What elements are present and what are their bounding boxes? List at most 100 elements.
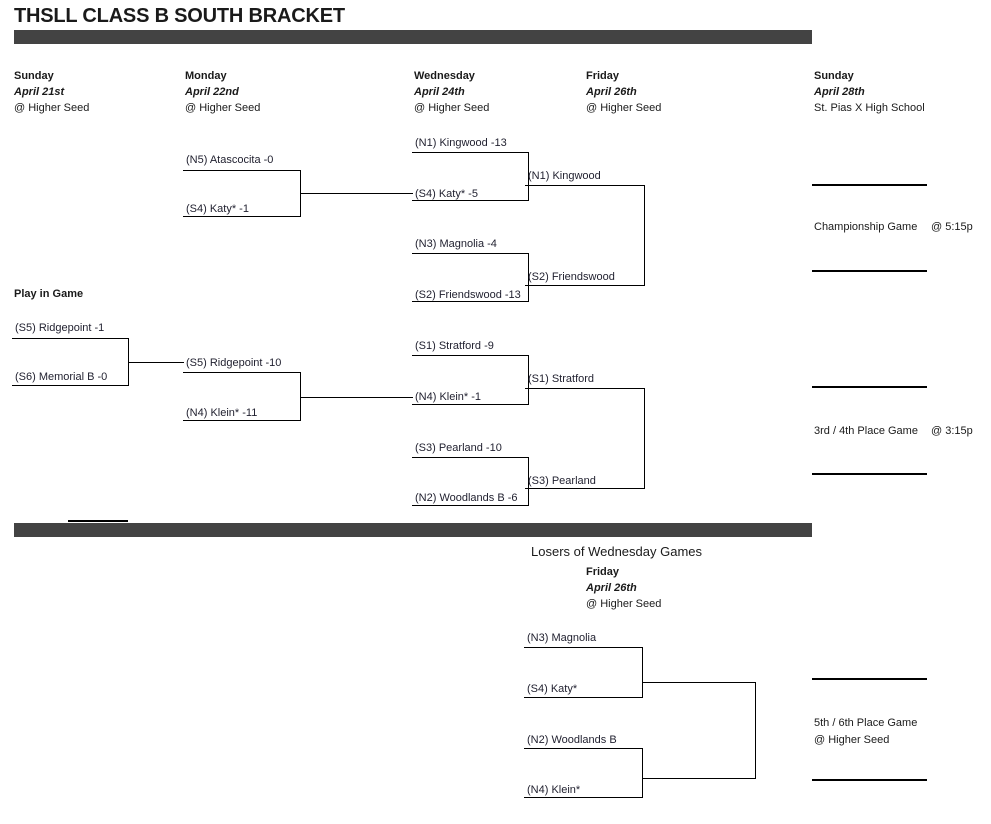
team-slot: (N4) Klein* -11 bbox=[186, 407, 258, 419]
bracket-line bbox=[524, 697, 642, 698]
column-day: Monday bbox=[185, 70, 227, 82]
consolation-heading: Losers of Wednesday Games bbox=[531, 544, 703, 559]
column-location: @ Higher Seed bbox=[586, 102, 662, 114]
bracket-connector bbox=[128, 362, 184, 363]
team-slot: (S1) Stratford -9 bbox=[415, 340, 494, 352]
bracket-line bbox=[524, 748, 642, 749]
team-slot: (S2) Friendswood -13 bbox=[415, 289, 521, 301]
header-divider-bar bbox=[14, 30, 812, 44]
team-slot: (N1) Kingwood -13 bbox=[415, 137, 507, 149]
bracket-line bbox=[412, 457, 529, 458]
bracket-line bbox=[528, 355, 529, 405]
consolation-column-header: Friday April 26th @ Higher Seed bbox=[586, 564, 661, 612]
column-header-sunday-2: Sunday April 28th St. Pias X High School bbox=[814, 68, 925, 116]
championship-time: @ 5:15p bbox=[931, 221, 973, 233]
team-slot: (N1) Kingwood bbox=[528, 170, 601, 182]
bracket-line bbox=[412, 505, 529, 506]
bracket-line bbox=[528, 152, 529, 201]
bracket-line bbox=[183, 372, 300, 373]
bracket-line bbox=[412, 253, 529, 254]
bracket-line bbox=[524, 647, 642, 648]
team-slot: (S3) Pearland bbox=[528, 475, 596, 487]
third-place-slot-line-top bbox=[812, 386, 927, 388]
column-date: April 26th bbox=[586, 86, 637, 98]
bracket-line bbox=[183, 170, 300, 171]
bracket-line bbox=[300, 372, 301, 421]
championship-label: Championship Game bbox=[814, 221, 918, 233]
bracket-connector bbox=[642, 682, 755, 683]
column-day: Sunday bbox=[814, 70, 854, 82]
column-date: April 24th bbox=[414, 86, 465, 98]
bracket-line bbox=[525, 285, 644, 286]
bracket-line bbox=[412, 404, 529, 405]
third-place-time: @ 3:15p bbox=[931, 425, 973, 437]
team-slot: (S3) Pearland -10 bbox=[415, 442, 502, 454]
bracket-line bbox=[644, 185, 645, 286]
consolation-date: April 26th bbox=[586, 582, 637, 594]
bracket-connector bbox=[642, 778, 755, 779]
team-slot: (S4) Katy* -5 bbox=[415, 188, 478, 200]
team-slot: (N4) Klein* bbox=[527, 784, 581, 796]
bracket-line bbox=[412, 355, 529, 356]
team-slot: (N5) Atascocita -0 bbox=[186, 154, 274, 166]
fifth-place-slot-line-bottom bbox=[812, 779, 927, 781]
bracket-line bbox=[524, 797, 642, 798]
bracket-line bbox=[412, 301, 529, 302]
bracket-line bbox=[642, 748, 643, 798]
team-slot: (N3) Magnolia bbox=[527, 632, 597, 644]
column-date: April 22nd bbox=[185, 86, 239, 98]
consolation-day: Friday bbox=[586, 566, 620, 578]
fifth-place-label: 5th / 6th Place Game bbox=[814, 717, 918, 729]
team-slot: (N2) Woodlands B bbox=[527, 734, 617, 746]
team-slot: (S5) Ridgepoint -10 bbox=[186, 357, 282, 369]
bracket-line bbox=[183, 420, 300, 421]
bracket-connector bbox=[300, 193, 413, 194]
bracket-line bbox=[12, 338, 129, 339]
team-slot: (S2) Friendswood bbox=[528, 271, 615, 283]
championship-slot-line-top bbox=[812, 184, 927, 186]
bracket-line bbox=[525, 185, 644, 186]
bracket-line bbox=[525, 488, 644, 489]
column-day: Friday bbox=[586, 70, 620, 82]
column-date: April 28th bbox=[814, 86, 865, 98]
team-slot: (S1) Stratford bbox=[528, 373, 595, 385]
third-place-label: 3rd / 4th Place Game bbox=[814, 425, 918, 437]
bracket-line bbox=[528, 253, 529, 302]
bracket-line bbox=[642, 647, 643, 698]
column-location: @ Higher Seed bbox=[185, 102, 261, 114]
bracket-line bbox=[412, 152, 529, 153]
team-slot: (S5) Ridgepoint -1 bbox=[15, 322, 105, 334]
column-day: Wednesday bbox=[414, 70, 475, 82]
team-slot: (N2) Woodlands B -6 bbox=[415, 492, 518, 504]
play-in-label: Play in Game bbox=[14, 288, 84, 300]
fifth-place-location: @ Higher Seed bbox=[814, 734, 890, 746]
bracket-connector bbox=[300, 397, 413, 398]
championship-slot-line-bottom bbox=[812, 270, 927, 272]
column-date: April 21st bbox=[14, 86, 65, 98]
column-location: @ Higher Seed bbox=[414, 102, 490, 114]
column-location: St. Pias X High School bbox=[814, 102, 925, 114]
consolation-location: @ Higher Seed bbox=[586, 598, 662, 610]
column-header-sunday-1: Sunday April 21st @ Higher Seed bbox=[14, 68, 89, 116]
bracket-line bbox=[525, 388, 644, 389]
bracket-line bbox=[528, 457, 529, 506]
stub-rule bbox=[68, 520, 128, 522]
third-place-slot-line-bottom bbox=[812, 473, 927, 475]
column-header-monday: Monday April 22nd @ Higher Seed bbox=[185, 68, 260, 116]
team-slot: (N3) Magnolia -4 bbox=[415, 238, 497, 250]
column-day: Sunday bbox=[14, 70, 54, 82]
column-header-wednesday: Wednesday April 24th @ Higher Seed bbox=[414, 68, 489, 116]
column-header-friday: Friday April 26th @ Higher Seed bbox=[586, 68, 661, 116]
column-location: @ Higher Seed bbox=[14, 102, 90, 114]
team-slot: (S6) Memorial B -0 bbox=[15, 371, 108, 383]
team-slot: (S4) Katy* bbox=[527, 683, 578, 695]
team-slot: (S4) Katy* -1 bbox=[186, 203, 249, 215]
consolation-divider-bar bbox=[14, 523, 812, 537]
page-title: THSLL CLASS B SOUTH BRACKET bbox=[14, 5, 345, 27]
bracket-line bbox=[644, 388, 645, 489]
bracket-line bbox=[12, 385, 129, 386]
bracket-line bbox=[412, 200, 529, 201]
bracket-line bbox=[755, 682, 756, 779]
bracket-line bbox=[183, 216, 300, 217]
